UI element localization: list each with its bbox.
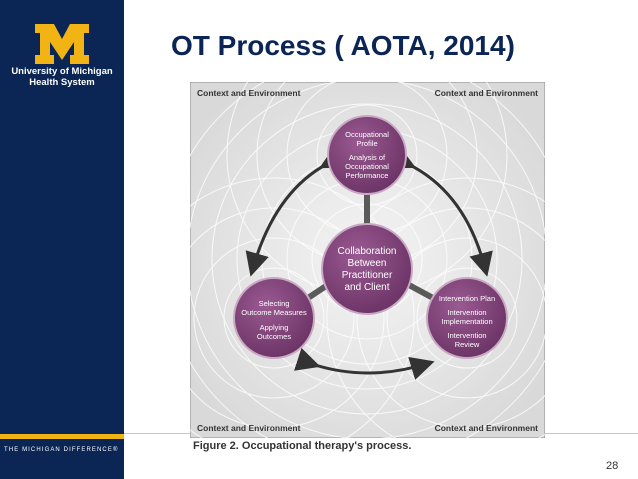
process-arrows [245,146,493,380]
node-center-line2: Between [348,258,387,269]
node-top-line1: Occupational [345,130,389,139]
page-number: 28 [606,460,619,472]
node-right: Intervention Plan Intervention Implement… [426,277,508,359]
node-left-circle [233,277,315,359]
node-right-line2: Intervention [447,308,486,317]
ot-process-diagram: Context and Environment Context and Envi… [190,82,545,438]
node-top-line4: Occupational [345,162,389,171]
double-arrow-top-left [245,146,346,277]
node-left: Selecting Outcome Measures Applying Outc… [233,277,315,359]
block-m-logo-icon [35,24,89,64]
node-center-line1: Collaboration [338,246,397,257]
sidebar: University of Michigan Health System THE… [0,0,124,479]
node-right-line1: Intervention Plan [439,294,495,303]
node-right-line3: Implementation [441,317,492,326]
node-right-line5: Review [455,340,480,349]
node-top: Occupational Profile Analysis of Occupat… [327,115,407,195]
corner-labels: Context and Environment Context and Envi… [197,88,538,433]
node-top-line5: Performance [346,171,389,180]
org-name-line1: University of Michigan [11,66,113,77]
node-center-line3: Practitioner [342,270,393,281]
node-left-line4: Outcomes [257,332,291,341]
node-top-circle [327,115,407,195]
org-name-line2: Health System [29,77,95,88]
corner-label-bottom-right: Context and Environment [435,423,539,433]
slide-title: OT Process ( AOTA, 2014) [171,30,515,61]
node-top-line3: Analysis of [349,153,386,162]
university-logo: University of Michigan Health System [0,22,124,88]
node-left-line2: Outcome Measures [241,308,307,317]
corner-label-top-left: Context and Environment [197,88,301,98]
figure-caption: Figure 2. Occupational therapy's process… [193,440,412,452]
node-left-line3: Applying [260,323,289,332]
double-arrow-bottom [294,347,435,380]
node-right-circle [426,277,508,359]
node-right-line4: Intervention [447,331,486,340]
node-center: Collaboration Between Practitioner and C… [321,223,413,315]
node-top-line2: Profile [356,139,377,148]
node-center-circle [321,223,413,315]
corner-label-bottom-left: Context and Environment [197,423,301,433]
double-arrow-top-right [389,146,493,277]
corner-label-top-right: Context and Environment [435,88,539,98]
node-left-line1: Selecting [259,299,290,308]
gold-divider [0,434,124,439]
node-center-line4: and Client [344,282,389,293]
tagline: THE MICHIGAN DIFFERENCE® [4,447,119,453]
